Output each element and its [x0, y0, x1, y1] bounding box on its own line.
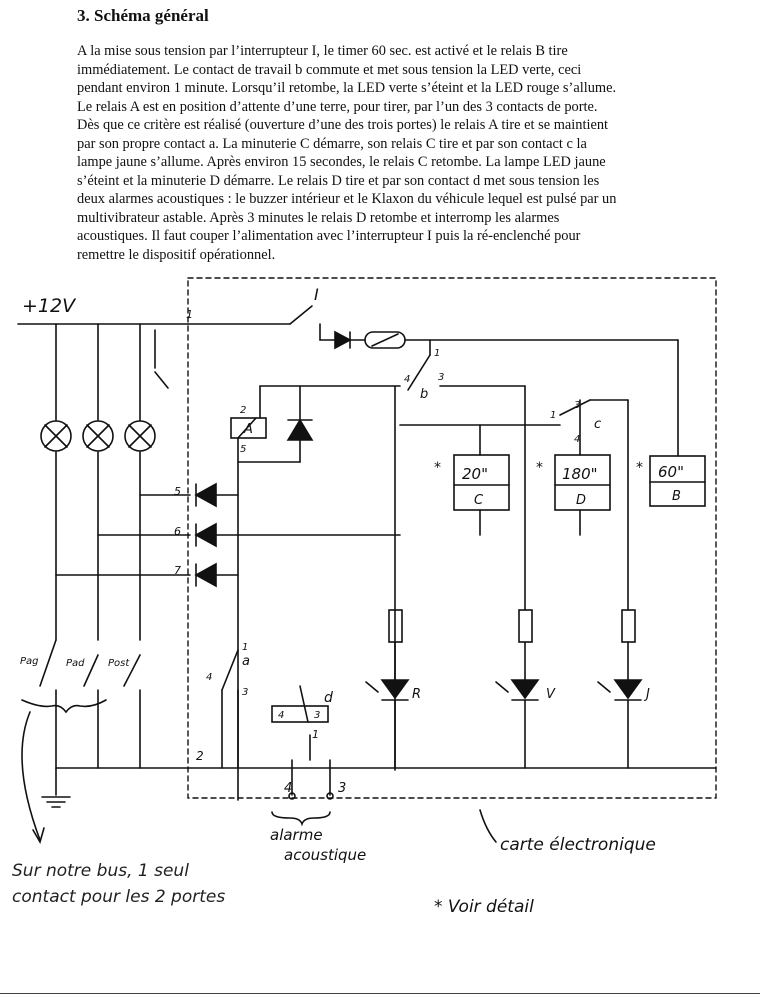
switch-I-label: I	[314, 285, 319, 304]
description-paragraph: A la mise sous tension par l’interrupteu…	[77, 42, 677, 264]
relay-A-label: A	[243, 422, 253, 437]
contact-b-pin4: 4	[404, 374, 410, 385]
alarm-label-line2: acoustique	[284, 846, 366, 864]
contact-b-pin3: 3	[438, 372, 444, 383]
paragraph-line: par son propre contact a. La minuterie C…	[77, 135, 587, 152]
paragraph-line: s’éteint et la minuterie D démarre. Le r…	[77, 172, 600, 189]
contact-a-pin4: 4	[206, 672, 212, 683]
door-contact-post: Post	[108, 658, 130, 669]
relay-A-pin-top: 2	[240, 405, 246, 416]
star-B: *	[636, 460, 643, 476]
contact-a-label: a	[242, 654, 250, 669]
contact-c-pin4: 4	[574, 434, 580, 445]
contact-a-pin1: 1	[242, 642, 248, 653]
timer-B-time: 60"	[658, 463, 684, 481]
output-3-label: 3	[338, 781, 346, 796]
door-contact-pad: Pad	[66, 658, 85, 669]
contact-d-block	[271, 685, 497, 843]
note-line-1: Sur notre bus, 1 seul	[12, 861, 189, 881]
contact-d-pin1: 1	[312, 728, 319, 741]
paragraph-line: Le relais A est en position d’attente d’…	[77, 98, 598, 115]
contact-d-pin3: 3	[314, 710, 320, 721]
star-D: *	[536, 460, 543, 476]
timer-D-block	[554, 399, 629, 611]
terminal-6-label: 6	[174, 525, 181, 538]
relay-A-pin-bottom: 5	[240, 444, 246, 455]
paragraph-line: acoustiques. Il faut couper l’alimentati…	[77, 228, 581, 244]
output-4-label: 4	[284, 781, 292, 796]
timer-C-time: 20"	[462, 465, 488, 483]
terminal-2-label: 2	[196, 749, 204, 763]
led-J-label: J	[643, 687, 650, 702]
led-branches	[365, 609, 643, 769]
relay-A-block	[194, 417, 401, 801]
paragraph-line: multivibrateur astable. Après 3 minutes …	[77, 209, 560, 226]
timer-B-name: B	[672, 489, 681, 504]
contact-b-label: b	[420, 387, 428, 402]
board-label: carte électronique	[500, 835, 656, 855]
contact-c-label: c	[594, 417, 601, 432]
supply-label: +12V	[22, 295, 77, 317]
contact-c-pin3: 3	[574, 400, 580, 411]
terminal-7-label: 7	[174, 564, 181, 577]
led-V-label: V	[546, 687, 556, 702]
terminal-5-label: 5	[174, 485, 181, 498]
contact-b	[259, 354, 526, 771]
timer-D-time: 180"	[562, 465, 598, 483]
paragraph-line: immédiatement. Le contact de travail b c…	[77, 61, 582, 78]
star-C: *	[434, 460, 441, 476]
section-title: 3. Schéma général	[77, 6, 209, 25]
footer-divider	[0, 993, 760, 994]
terminal-1-label: 1	[186, 308, 193, 321]
voir-detail-note: * Voir détail	[434, 897, 534, 917]
paragraph-line: deux alarmes acoustiques : le buzzer int…	[77, 191, 617, 207]
contact-d-label: d	[324, 690, 333, 706]
timer-C-name: C	[474, 493, 484, 508]
alarm-label-line1: alarme	[270, 826, 323, 844]
contact-c-pin1: 1	[550, 410, 556, 421]
paragraph-line: remettre le dispositif opérationnel.	[77, 246, 276, 263]
board-outline	[187, 277, 717, 799]
paragraph-line: pendant environ 1 minute. Lorsqu’il reto…	[77, 80, 617, 96]
switch-I-branch	[187, 305, 679, 457]
timer-C-block	[399, 424, 561, 536]
supply-and-lamps	[17, 323, 717, 845]
timer-B-block	[649, 455, 706, 507]
contact-b-pin1: 1	[434, 348, 440, 359]
contact-d-pin4: 4	[278, 710, 284, 721]
paragraph-line: Dès que ce critère est réalisé (ouvertur…	[77, 117, 609, 133]
paragraph-line: A la mise sous tension par l’interrupteu…	[77, 43, 568, 59]
paragraph-line: lampe jaune s’allume. Après environ 15 s…	[77, 154, 606, 170]
timer-D-name: D	[576, 493, 586, 508]
door-contact-pag: Pag	[20, 656, 39, 667]
led-R-label: R	[412, 687, 421, 702]
note-line-2: contact pour les 2 portes	[12, 887, 225, 907]
contact-a-pin3: 3	[242, 687, 248, 698]
